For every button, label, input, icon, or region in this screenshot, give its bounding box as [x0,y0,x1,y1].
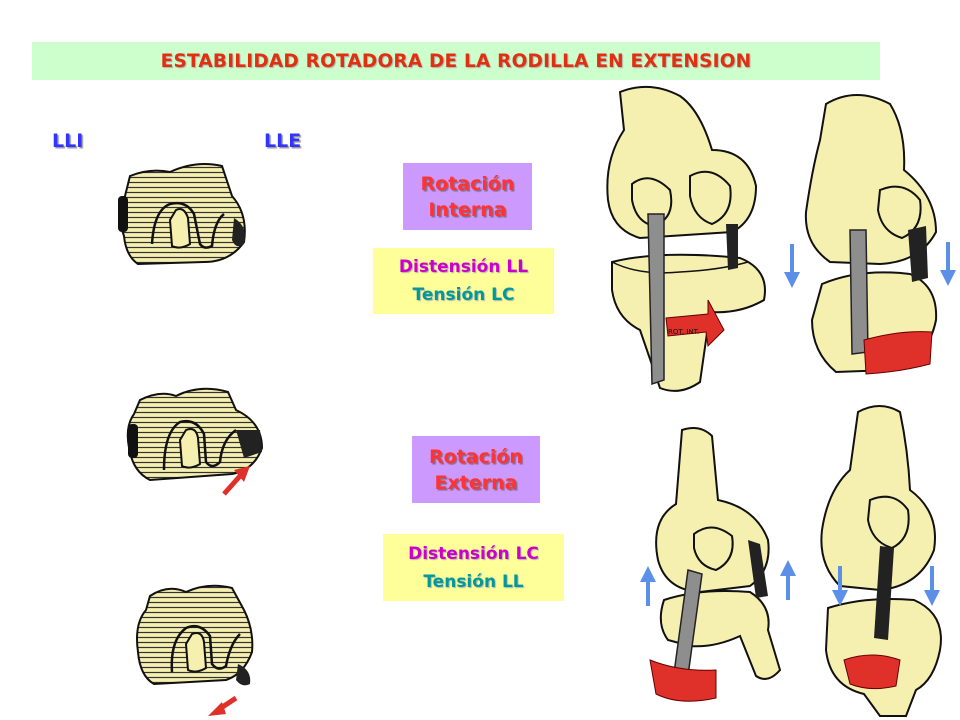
external-rotation-line2: Externa [434,471,518,494]
internal-effect-line1: Distensión LL [398,257,529,277]
plateau-neutral [118,163,246,266]
internal-rotation-line2: Interna [428,198,507,221]
external-effect-line2: Tensión LL [423,571,524,592]
internal-effect-box: Distensión LL Tensión LC [373,248,554,314]
knee-internal-front: ROT. INT. [606,85,766,392]
external-effect-line1: Distensión LC [408,543,539,564]
external-rotation-box: Rotación Externa [412,436,540,503]
plateau-internal [136,584,254,716]
label-lli: LLI [52,130,84,152]
slide-title: ESTABILIDAD ROTADORA DE LA RODILLA EN EX… [160,50,752,72]
knee-external-side [820,405,942,717]
external-effect-box: Distensión LC Tensión LL [383,534,564,601]
internal-rotation-box: Rotación Interna [403,163,532,230]
knee-internal-side [784,94,956,375]
label-lle: LLE [264,130,302,152]
title-bar: ESTABILIDAD ROTADORA DE LA RODILLA EN EX… [32,42,880,80]
external-rotation-line1: Rotación [429,445,523,468]
internal-rotation-line1: Rotación [420,172,515,195]
internal-effect-line2: Tensión LC [412,285,515,305]
knee-external-front [640,427,796,702]
rot-int-label: ROT. INT. [668,328,699,336]
plateau-external [126,387,264,496]
